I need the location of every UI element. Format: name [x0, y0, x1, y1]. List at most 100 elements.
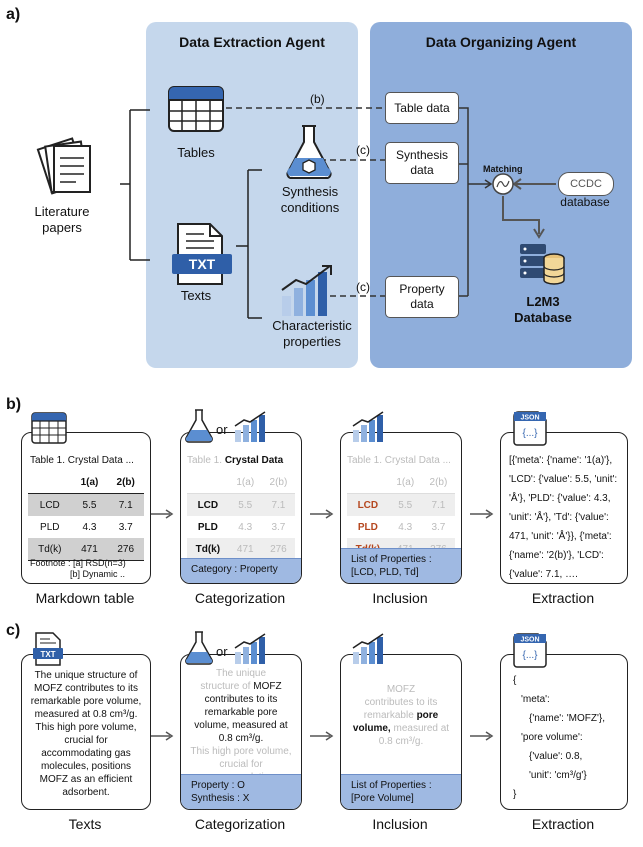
cat-footer-b: Category : Property — [181, 558, 301, 583]
row-v1: 4.3 — [238, 521, 253, 533]
matching-label: Matching — [483, 164, 523, 174]
svg-text:{...}: {...} — [522, 650, 538, 661]
extraction-json-b: [{'meta': {'name': '1(a)'}, 'LCD': {'val… — [509, 451, 623, 583]
property-data-box: Property data — [385, 276, 459, 318]
md-table-title: Table 1. Crystal Data ... — [30, 455, 134, 466]
row-v1: 4.3 — [398, 521, 413, 533]
svg-text:TXT: TXT — [40, 650, 55, 659]
inc-bold-volume: volume, — [352, 723, 391, 734]
row-v2: 276 — [117, 543, 135, 555]
panel-a-label: a) — [6, 6, 21, 23]
l2m3-label-line1: L2M3 — [526, 294, 560, 309]
caption-markdown-table: Markdown table — [35, 590, 135, 606]
cat-faded-line: The unique — [215, 668, 267, 679]
caption-extraction-b: Extraction — [531, 590, 595, 606]
json-line: [{'meta': {'name': '1(a)'}, — [509, 455, 613, 466]
caption-texts: Texts — [68, 816, 102, 832]
row-name: Td(k) — [195, 543, 221, 555]
inc-faded-line: 0.8 cm³/g. — [378, 736, 424, 747]
texts-card: The unique structure of MOFZ contributes… — [21, 654, 151, 810]
literature-brace — [120, 109, 150, 261]
cat-text-c: The unique structure of MOFZ contributes… — [187, 667, 295, 784]
synthesis-conditions-label: Synthesis conditions — [262, 184, 358, 216]
l2m3-label-line2: Database — [514, 310, 572, 325]
cat-footer-synthesis: Synthesis : X — [191, 793, 250, 804]
footnote-line2: [b] Dynamic .. — [70, 569, 126, 579]
panel-b-step-arrows — [151, 509, 494, 519]
synthesis-label-line2: conditions — [280, 200, 340, 215]
inc-footer-b: List of Properties : [LCD, PLD, Td] — [341, 548, 461, 583]
rising-bars-icon — [352, 633, 384, 664]
texts-label: Texts — [180, 288, 212, 303]
table-row: Td(k) 471 276 — [28, 538, 144, 561]
svg-text:JSON: JSON — [520, 415, 539, 422]
edge-label-c-property: (c) — [356, 280, 370, 294]
characteristic-properties-label: Characteristic properties — [262, 318, 362, 350]
inc-header-row: 1(a) 2(b) — [347, 471, 455, 494]
matching-to-database-line — [502, 196, 540, 234]
caption-inclusion-b: Inclusion — [372, 590, 428, 606]
synthesis-data-line1: Synthesis — [395, 148, 449, 162]
cat-mofz: MOFZ — [253, 681, 282, 692]
characteristic-label-line1: Characteristic — [272, 318, 352, 333]
json-line: 'Å'}, 'PLD': {'value': 4.3, — [509, 493, 611, 504]
md-col-2b: 2(b) — [116, 476, 135, 488]
synthesis-data-line2: data — [410, 163, 434, 177]
edge-label-c-synthesis: (c) — [356, 143, 370, 157]
cat-faded-line: structure of — [200, 681, 251, 692]
texts-card-body: The unique structure of MOFZ contributes… — [30, 670, 142, 798]
cat-title-faded: Table 1. — [187, 455, 223, 466]
inclusion-card-c: MOFZ contributes to its remarkable pore … — [340, 654, 462, 810]
inc-col-2b: 2(b) — [429, 476, 448, 488]
texts-brace — [236, 169, 262, 319]
rising-bars-icon — [234, 411, 266, 442]
inc-text-c: MOFZ contributes to its remarkable pore … — [347, 683, 455, 748]
inc-footer-c: List of Properties : [Pore Volume] — [341, 774, 461, 809]
flask-icon — [286, 125, 332, 180]
caption-extraction-c: Extraction — [531, 816, 595, 832]
markdown-table-card: Table 1. Crystal Data ... 1(a) 2(b) LCD … — [21, 432, 151, 584]
table-icon — [31, 412, 67, 444]
row-v2: 276 — [270, 543, 287, 555]
synthesis-data-box: Synthesis data — [385, 142, 459, 184]
literature-label-line2: papers — [42, 220, 82, 235]
inc-faded-line: measured at — [393, 723, 450, 734]
data-merge-bracket — [458, 107, 490, 297]
inc-footer-line2: [LCD, PLD, Td] — [351, 567, 419, 578]
synthesis-label-line1: Synthesis — [281, 184, 339, 199]
literature-papers-icon — [36, 137, 91, 195]
json-line: {'name': '2(b)'}, 'LCD': — [509, 550, 604, 561]
cat-footer-property: Property : O — [191, 780, 245, 791]
or-text-b: or — [216, 422, 228, 437]
inc-faded-line: remarkable — [363, 710, 414, 721]
inc-footer-line1: List of Properties : — [351, 554, 432, 565]
panel-c-step-arrows — [151, 731, 494, 741]
cat-col-1a: 1(a) — [236, 476, 255, 488]
rising-bars-icon — [352, 411, 384, 442]
row-v2: 3.7 — [118, 521, 133, 533]
json-line: 'unit': 'cm³/g'} — [529, 770, 587, 781]
panel-c-label: c) — [6, 622, 21, 639]
l2m3-database-label: L2M3 Database — [498, 294, 588, 326]
flask-icon — [185, 409, 213, 443]
json-line: 471, 'unit': 'Å'}}, {'meta': — [509, 531, 612, 542]
caption-categorization-c: Categorization — [194, 816, 286, 832]
svg-text:TXT: TXT — [189, 256, 216, 272]
cat-footer-c: Property : O Synthesis : X — [181, 774, 301, 809]
row-name: Td(k) — [38, 543, 62, 555]
categorization-card-c: The unique structure of MOFZ contributes… — [180, 654, 302, 810]
json-line: {'value': 0.8, — [529, 751, 583, 762]
md-header-row: 1(a) 2(b) — [28, 471, 144, 494]
inc-col-1a: 1(a) — [396, 476, 415, 488]
json-line: 'meta': — [521, 694, 550, 705]
table-row: LCD 5.5 7.1 — [28, 493, 144, 516]
extraction-card-c: { 'meta': {'name': 'MOFZ'}, 'pore volume… — [500, 654, 628, 810]
inc-faded-line: contributes to its — [364, 697, 438, 708]
svg-text:JSON: JSON — [520, 637, 539, 644]
row-v1: 5.5 — [238, 499, 253, 511]
